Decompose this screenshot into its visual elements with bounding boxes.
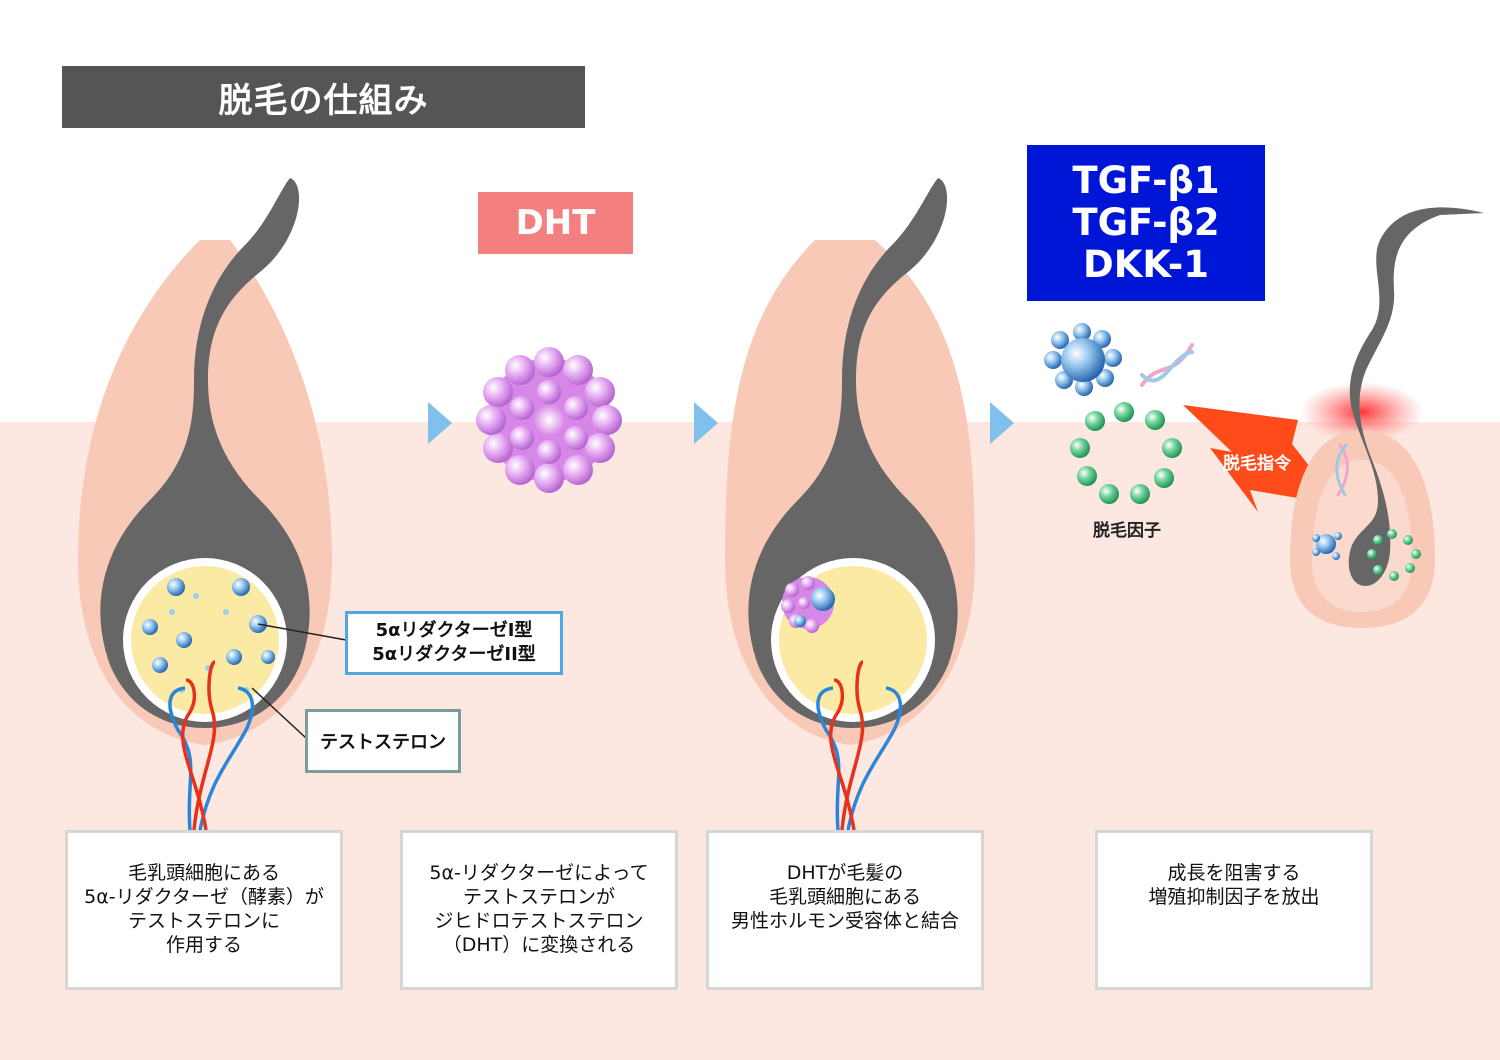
dht-molecule xyxy=(476,347,622,493)
growth-inhibitory-factors-box: TGF-β1 TGF-β2 DKK-1 xyxy=(1027,145,1265,301)
dkk1-ring xyxy=(1070,402,1182,504)
dna-strand-icon xyxy=(1140,343,1194,387)
factor-dkk-1: DKK-1 xyxy=(1083,243,1209,286)
factor-tgf-beta-1: TGF-β1 xyxy=(1072,159,1220,202)
enzyme-label: 5αリダクターゼI型 5αリダクターゼII型 xyxy=(345,611,563,675)
dkk1-ring-small xyxy=(1367,529,1421,581)
testosterone-text: テストステロン xyxy=(320,732,446,753)
testosterone-pointer-line xyxy=(251,687,307,739)
page-title: 脱毛の仕組み xyxy=(62,66,585,128)
enzyme-type-2: 5αリダクターゼII型 xyxy=(372,644,536,665)
tgf-beta-molecule xyxy=(1044,323,1122,396)
enzyme-particles xyxy=(142,578,275,693)
dht-bound-receptor xyxy=(781,576,835,633)
step-3-caption: DHTが毛髪の 毛乳頭細胞にある 男性ホルモン受容体と結合 xyxy=(706,830,984,990)
step-1-caption: 毛乳頭細胞にある 5α-リダクターゼ（酵素）が テストステロンに 作用する xyxy=(65,830,343,990)
blood-vessels-1 xyxy=(168,660,255,831)
enzyme-pointer-line xyxy=(257,623,347,641)
enzyme-type-1: 5αリダクターゼI型 xyxy=(375,620,533,641)
hair-follicle-3-shrunken xyxy=(1290,207,1484,628)
factor-tgf-beta-2: TGF-β2 xyxy=(1072,201,1220,244)
step-4-caption: 成長を阻害する 増殖抑制因子を放出 xyxy=(1095,830,1373,990)
hair-follicle-1 xyxy=(78,178,332,831)
step-2-caption: 5α-リダクターゼによって テストステロンが ジヒドロテストステロン （DHT）… xyxy=(400,830,678,990)
process-arrow-2 xyxy=(694,402,718,444)
testosterone-label: テストステロン xyxy=(305,709,461,773)
hair-loss-factor-caption: 脱毛因子 xyxy=(1093,521,1161,541)
hair-follicle-2 xyxy=(725,178,975,831)
process-arrow-3 xyxy=(990,402,1014,444)
process-arrow-1 xyxy=(428,402,452,444)
dht-label: DHT xyxy=(478,192,633,254)
blood-vessels-2 xyxy=(816,660,903,831)
hair-loss-command-label: 脱毛指令 xyxy=(1223,454,1291,474)
